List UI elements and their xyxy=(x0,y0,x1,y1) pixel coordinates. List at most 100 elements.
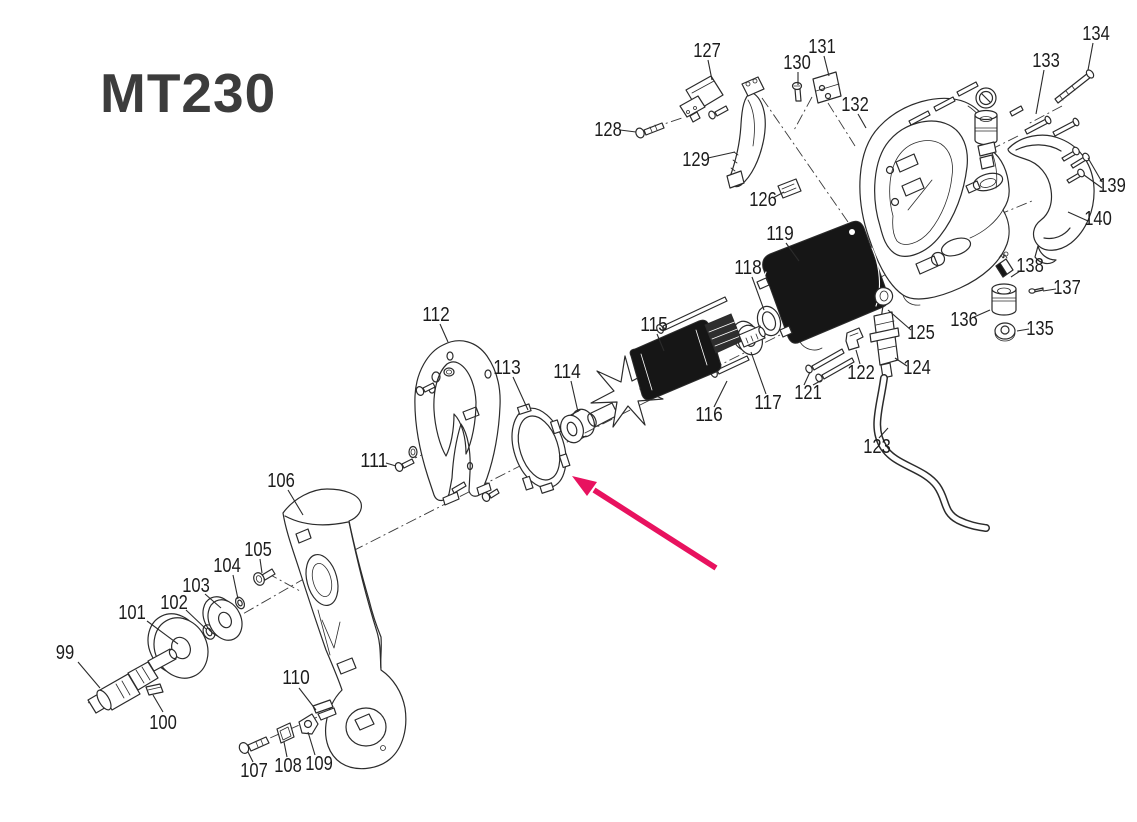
leader-line-134 xyxy=(1087,42,1094,71)
leader-line-132 xyxy=(857,113,867,129)
part-label-123: 123 xyxy=(863,436,891,458)
leader-line-115 xyxy=(656,333,665,352)
leader-line-140 xyxy=(1067,211,1089,222)
part-label-140: 140 xyxy=(1084,208,1112,230)
part-131-plate-drawing xyxy=(812,71,842,104)
part-label-101: 101 xyxy=(118,602,146,624)
leader-line-121 xyxy=(803,371,811,386)
highlight-arrow-shaft xyxy=(592,487,718,571)
part-106-cover-drawing xyxy=(282,488,407,770)
part-130-screw-drawing xyxy=(791,81,803,102)
leader-line-131 xyxy=(823,55,830,77)
part-label-114: 114 xyxy=(553,361,581,383)
part-122-clamp-drawing xyxy=(845,327,864,351)
part-99-spindle-drawing xyxy=(87,648,178,714)
part-label-122: 122 xyxy=(847,362,875,384)
part-132-motor-housing-drawing xyxy=(859,97,1010,306)
part-133-134-screws-drawing xyxy=(908,69,1095,137)
leader-line-139 xyxy=(1087,157,1103,183)
part-label-121: 121 xyxy=(794,382,822,404)
leader-line-139 xyxy=(1083,174,1103,189)
part-label-133: 133 xyxy=(1032,50,1060,72)
part-111-screws-drawing xyxy=(394,367,500,502)
part-113-ring-drawing xyxy=(511,403,571,494)
leader-line-99 xyxy=(77,661,101,689)
leader-line-104 xyxy=(232,574,239,600)
leader-line-118 xyxy=(751,276,765,311)
part-label-103: 103 xyxy=(182,575,210,597)
part-label-135: 135 xyxy=(1026,318,1054,340)
part-label-138: 138 xyxy=(1016,255,1044,277)
part-107-bolt-drawing xyxy=(238,736,270,754)
part-103-flange-drawing xyxy=(202,596,243,641)
leader-line-114 xyxy=(570,380,579,413)
leader-line-126 xyxy=(772,191,785,199)
leader-line-138 xyxy=(1010,270,1021,278)
leader-line-112 xyxy=(439,323,449,343)
part-label-108: 108 xyxy=(274,755,302,777)
part-label-119: 119 xyxy=(766,223,794,245)
leader-line-133 xyxy=(1035,69,1045,115)
leader-line-135 xyxy=(1016,328,1030,332)
leader-line-123 xyxy=(878,427,889,439)
part-108-nut-drawing xyxy=(276,722,295,744)
part-label-104: 104 xyxy=(213,555,241,577)
part-136-brush-holder-drawing xyxy=(991,283,1017,316)
leader-line-107 xyxy=(247,751,254,763)
part-label-130: 130 xyxy=(783,52,811,74)
leader-line-100 xyxy=(152,694,164,713)
highlight-arrow xyxy=(572,476,718,571)
part-128-screw-drawing xyxy=(635,122,665,139)
part-100-key-drawing xyxy=(145,683,164,696)
part-label-118: 118 xyxy=(734,257,762,279)
part-label-125: 125 xyxy=(907,322,935,344)
part-129-lever-drawing xyxy=(726,76,766,189)
part-140-rear-cover-drawing xyxy=(1007,134,1095,265)
leader-line-137 xyxy=(1042,288,1057,292)
part-114-spacer-drawing xyxy=(560,408,595,444)
leader-line-128 xyxy=(619,129,637,133)
part-label-100: 100 xyxy=(149,712,177,734)
leader-line-109 xyxy=(307,731,316,756)
part-label-112: 112 xyxy=(422,304,450,326)
leader-line-136 xyxy=(973,309,991,318)
leader-line-122 xyxy=(855,349,861,365)
part-138-carbon-brush-drawing xyxy=(995,251,1014,278)
leader-line-101 xyxy=(146,620,179,645)
leader-line-121 xyxy=(812,379,823,386)
part-label-137: 137 xyxy=(1053,277,1081,299)
part-109-plate-drawing xyxy=(298,713,319,735)
part-label-132: 132 xyxy=(841,94,869,116)
highlight-arrow-head xyxy=(572,476,597,496)
part-label-136: 136 xyxy=(950,309,978,331)
part-112-bracket-drawing xyxy=(414,340,501,506)
leader-line-102 xyxy=(185,609,207,630)
part-label-117: 117 xyxy=(754,392,782,414)
part-label-99: 99 xyxy=(56,642,74,664)
part-label-107: 107 xyxy=(240,760,268,782)
leader-line-124 xyxy=(894,357,908,367)
part-110-keys-drawing xyxy=(312,699,337,721)
leader-line-119 xyxy=(785,242,800,262)
part-label-124: 124 xyxy=(903,357,931,379)
leader-line-110 xyxy=(298,687,317,711)
part-126-clip-drawing xyxy=(777,178,802,199)
leader-line-113 xyxy=(512,376,529,411)
part-label-110: 110 xyxy=(282,667,310,689)
part-124-cord-guard-drawing xyxy=(869,311,900,379)
part-label-109: 109 xyxy=(305,753,333,775)
part-label-134: 134 xyxy=(1082,23,1110,45)
part-label-105: 105 xyxy=(244,539,272,561)
part-137-screw-drawing xyxy=(1028,287,1044,294)
part-116-screws-drawing xyxy=(656,296,750,378)
leader-line-129 xyxy=(707,151,736,159)
leader-line-106 xyxy=(287,489,304,516)
part-135-brush-cap-drawing xyxy=(994,322,1016,342)
brush-holder-assembly-drawing xyxy=(974,87,998,170)
part-label-127: 127 xyxy=(693,40,721,62)
part-105-bolt-drawing xyxy=(253,568,276,586)
part-label-129: 129 xyxy=(682,149,710,171)
product-model-title: MT230 xyxy=(100,62,277,124)
